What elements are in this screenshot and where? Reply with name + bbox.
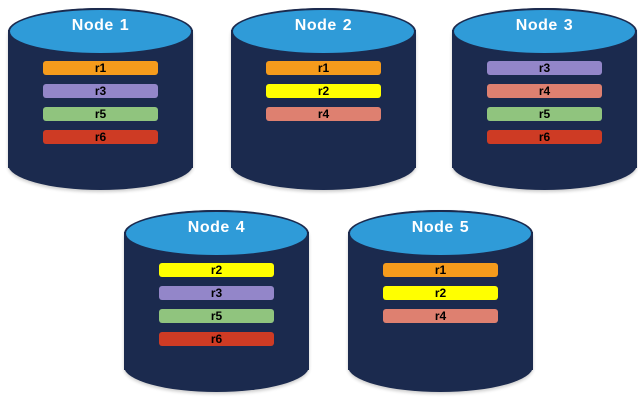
record-list: r1 r2 r4	[266, 60, 381, 121]
node-cylinder-5[interactable]: Node 5 r1 r2 r4	[348, 210, 533, 392]
cylinder-top-ellipse	[231, 8, 416, 56]
record-bar-r4[interactable]: r4	[383, 308, 498, 323]
node-cylinder-2[interactable]: Node 2 r1 r2 r4	[231, 8, 416, 190]
record-list: r3 r4 r5 r6	[487, 60, 602, 144]
record-bar-r2[interactable]: r2	[383, 285, 498, 300]
node-title-number: 2	[342, 17, 353, 35]
node-title-number: 5	[459, 219, 470, 237]
node-cylinder-4[interactable]: Node 4 r2 r3 r5 r6	[124, 210, 309, 392]
node-title-label: Node	[411, 219, 454, 237]
record-bar-r5[interactable]: r5	[43, 106, 158, 121]
record-bar-r3[interactable]: r3	[159, 285, 274, 300]
cylinder-top-ellipse	[124, 210, 309, 258]
record-bar-r3[interactable]: r3	[43, 83, 158, 98]
node-title: Node 2	[231, 17, 416, 35]
record-bar-r3[interactable]: r3	[487, 60, 602, 75]
node-title: Node 1	[8, 17, 193, 35]
node-title-label: Node	[187, 219, 230, 237]
record-bar-r6[interactable]: r6	[159, 331, 274, 346]
node-title: Node 4	[124, 219, 309, 237]
node-title-label: Node	[71, 17, 114, 35]
cylinder-top-ellipse	[348, 210, 533, 258]
record-bar-r4[interactable]: r4	[266, 106, 381, 121]
node-title-number: 3	[563, 17, 574, 35]
record-bar-r1[interactable]: r1	[43, 60, 158, 75]
node-cylinder-3[interactable]: Node 3 r3 r4 r5 r6	[452, 8, 637, 190]
node-title-number: 1	[119, 17, 130, 35]
node-title-number: 4	[235, 219, 246, 237]
record-bar-r5[interactable]: r5	[159, 308, 274, 323]
record-list: r1 r3 r5 r6	[43, 60, 158, 144]
node-title: Node 3	[452, 17, 637, 35]
record-list: r1 r2 r4	[383, 262, 498, 323]
record-list: r2 r3 r5 r6	[159, 262, 274, 346]
cylinder-top-ellipse	[452, 8, 637, 56]
record-bar-r6[interactable]: r6	[43, 129, 158, 144]
node-title-label: Node	[515, 17, 558, 35]
record-bar-r6[interactable]: r6	[487, 129, 602, 144]
record-bar-r5[interactable]: r5	[487, 106, 602, 121]
record-bar-r1[interactable]: r1	[383, 262, 498, 277]
record-bar-r2[interactable]: r2	[266, 83, 381, 98]
node-title: Node 5	[348, 219, 533, 237]
record-bar-r4[interactable]: r4	[487, 83, 602, 98]
cylinder-top-ellipse	[8, 8, 193, 56]
node-cylinder-1[interactable]: Node 1 r1 r3 r5 r6	[8, 8, 193, 190]
record-bar-r1[interactable]: r1	[266, 60, 381, 75]
node-title-label: Node	[294, 17, 337, 35]
record-bar-r2[interactable]: r2	[159, 262, 274, 277]
